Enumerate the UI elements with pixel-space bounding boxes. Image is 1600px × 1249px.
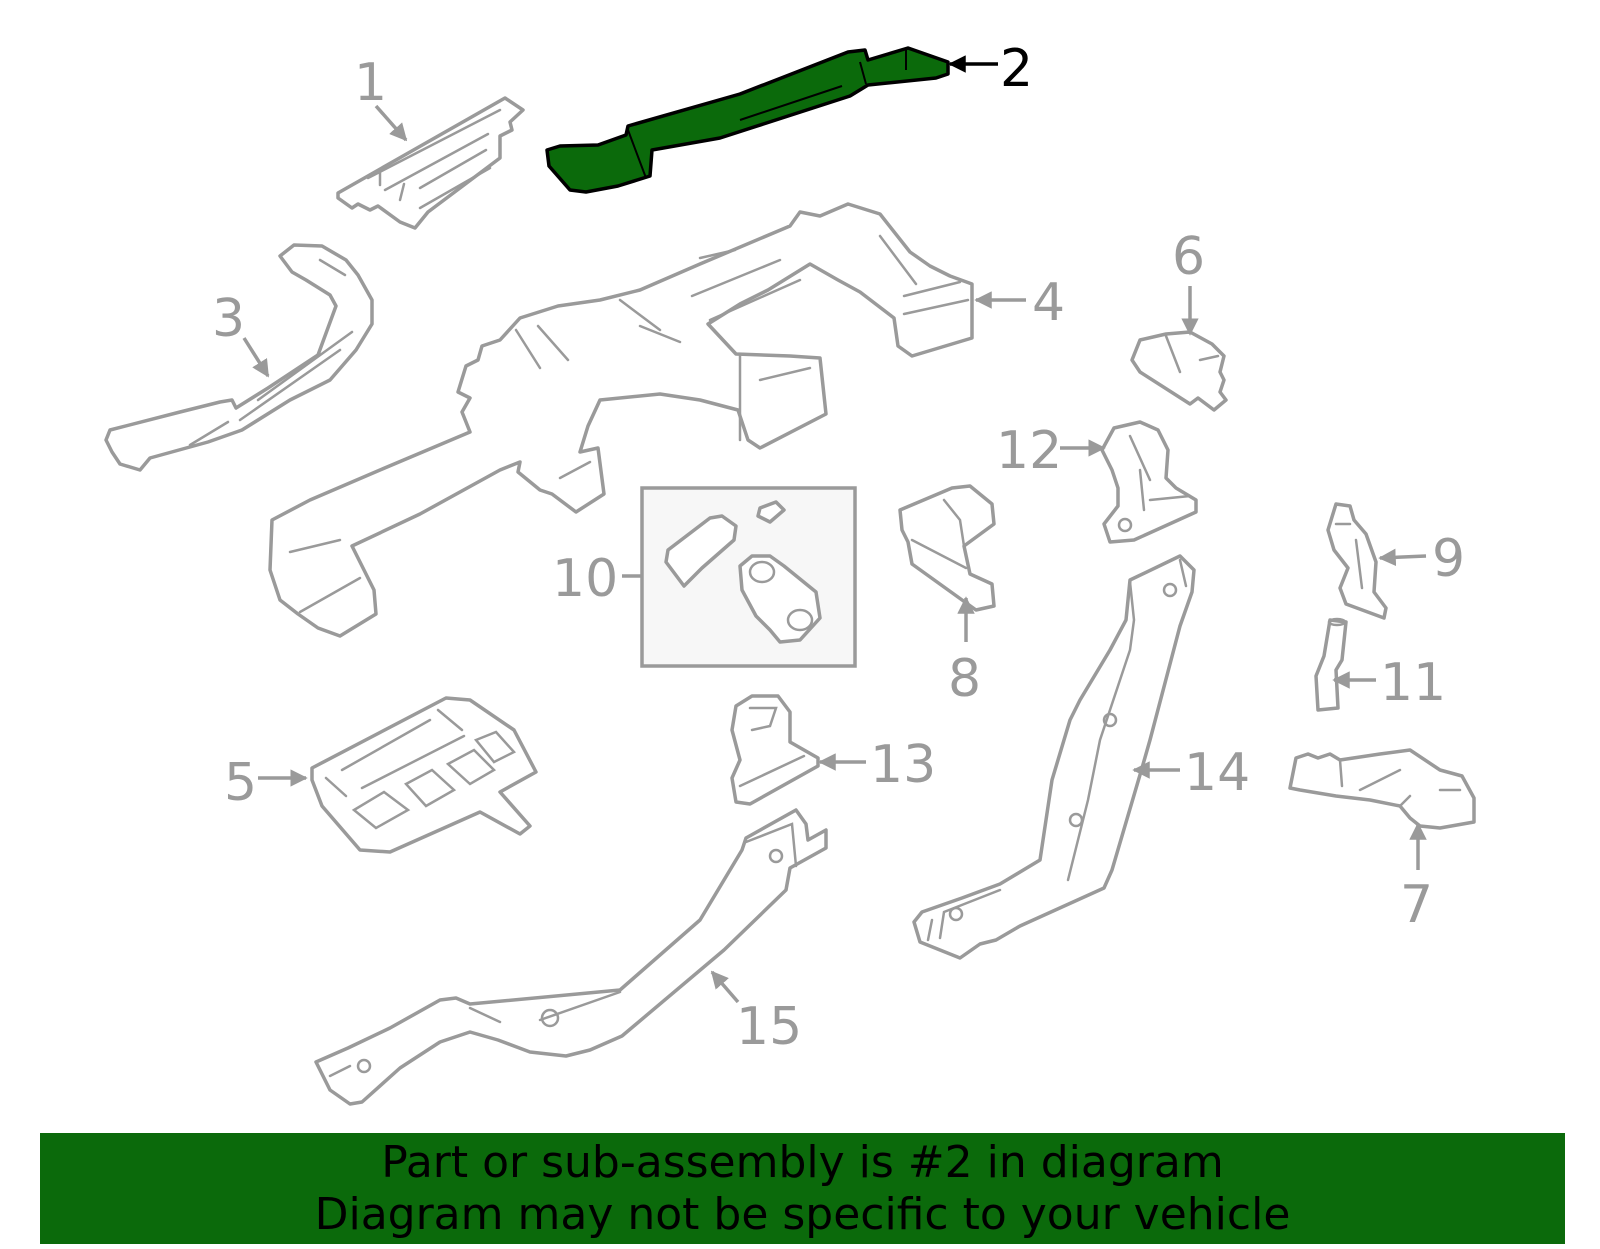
part-6-bracket[interactable] — [1130, 330, 1228, 412]
part-2-duct-highlighted[interactable] — [545, 46, 950, 194]
leader-3 — [242, 337, 270, 378]
banner-line-2: Diagram may not be specific to your vehi… — [314, 1188, 1291, 1240]
callout-14: 14 — [1184, 743, 1250, 803]
callout-15: 15 — [736, 997, 802, 1057]
callout-1: 1 — [354, 53, 387, 113]
leader-15 — [710, 970, 740, 1004]
part-1-vent-bezel[interactable] — [336, 96, 525, 230]
part-7-duct[interactable] — [1288, 748, 1476, 830]
part-4-center-duct[interactable] — [268, 202, 974, 638]
callout-8: 8 — [948, 649, 981, 709]
callout-10: 10 — [552, 549, 618, 609]
leader-9 — [1378, 548, 1427, 567]
part-3-left-duct[interactable] — [104, 243, 374, 472]
callout-12: 12 — [996, 421, 1062, 481]
callout-6: 6 — [1172, 227, 1205, 287]
part-9-clip[interactable] — [1326, 502, 1388, 620]
part-10-kit[interactable] — [640, 486, 857, 668]
callout-3: 3 — [212, 289, 245, 349]
part-8-duct[interactable] — [898, 484, 996, 612]
callout-5: 5 — [224, 753, 257, 813]
callout-13: 13 — [870, 735, 936, 795]
leader-lines — [242, 55, 1427, 1004]
callout-7: 7 — [1400, 875, 1433, 935]
part-15-floor-duct[interactable] — [314, 808, 828, 1106]
leader-1 — [374, 104, 408, 142]
callout-11: 11 — [1380, 653, 1446, 713]
part-13-duct[interactable] — [730, 694, 820, 806]
part-5-panel[interactable] — [310, 696, 538, 854]
callout-numbers: 1 2 3 4 5 6 7 8 9 10 11 12 13 14 15 — [212, 39, 1465, 1057]
callout-4: 4 — [1032, 273, 1065, 333]
part-12-bracket[interactable] — [1100, 420, 1198, 544]
banner-line-1: Part or sub-assembly is #2 in diagram — [381, 1136, 1224, 1188]
info-banner: Part or sub-assembly is #2 in diagram Di… — [40, 1133, 1565, 1244]
callout-2: 2 — [1000, 39, 1033, 99]
part-14-floor-duct[interactable] — [912, 554, 1196, 960]
callout-9: 9 — [1432, 529, 1465, 589]
part-11-tube[interactable] — [1314, 617, 1348, 712]
